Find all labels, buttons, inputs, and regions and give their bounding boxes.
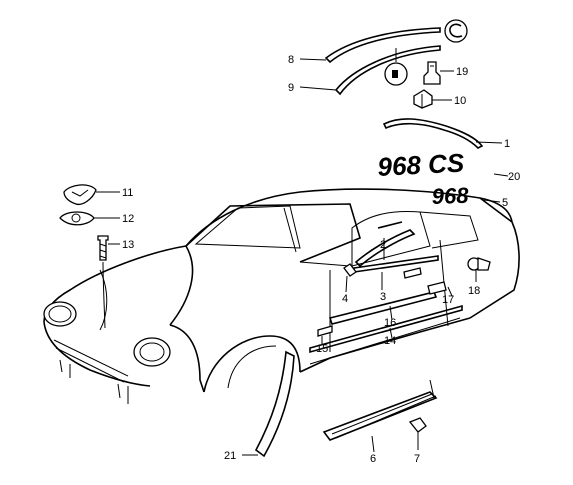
callout-21: 21 bbox=[224, 450, 236, 462]
callout-4: 4 bbox=[342, 293, 348, 305]
callout-3: 3 bbox=[380, 291, 386, 303]
badge-968: 968 bbox=[431, 183, 469, 209]
trim-strip-part bbox=[382, 118, 503, 149]
callout-10: 10 bbox=[454, 95, 466, 107]
callout-labels: 1 2 3 4 5 6 7 8 9 10 11 12 13 14 15 16 1… bbox=[122, 54, 520, 465]
callout-12: 12 bbox=[122, 213, 134, 225]
roof-trim-parts bbox=[299, 19, 468, 96]
badge-968cs: 968 CS bbox=[377, 147, 466, 182]
callout-9: 9 bbox=[288, 82, 294, 94]
callout-1: 1 bbox=[504, 138, 510, 150]
callout-18: 18 bbox=[468, 285, 480, 297]
callout-6: 6 bbox=[370, 453, 376, 465]
side-trim-parts bbox=[309, 257, 491, 354]
callout-14: 14 bbox=[384, 335, 396, 347]
callout-20: 20 bbox=[508, 171, 520, 183]
callout-17: 17 bbox=[442, 294, 454, 306]
callout-13: 13 bbox=[122, 239, 134, 251]
callout-15: 15 bbox=[316, 343, 328, 355]
callout-8: 8 bbox=[288, 54, 294, 66]
hood-badge-parts bbox=[59, 184, 120, 329]
sill-plate-parts bbox=[322, 379, 438, 453]
callout-11: 11 bbox=[122, 187, 133, 199]
callout-2: 2 bbox=[380, 239, 386, 251]
callout-7: 7 bbox=[414, 453, 420, 465]
fastener-parts bbox=[413, 61, 454, 109]
callout-5: 5 bbox=[502, 197, 508, 209]
callout-16: 16 bbox=[384, 317, 396, 329]
callout-19: 19 bbox=[456, 66, 468, 78]
door-trim-parts bbox=[343, 221, 439, 293]
wheel-arch-trim-part bbox=[242, 350, 295, 458]
car-body bbox=[43, 188, 520, 404]
